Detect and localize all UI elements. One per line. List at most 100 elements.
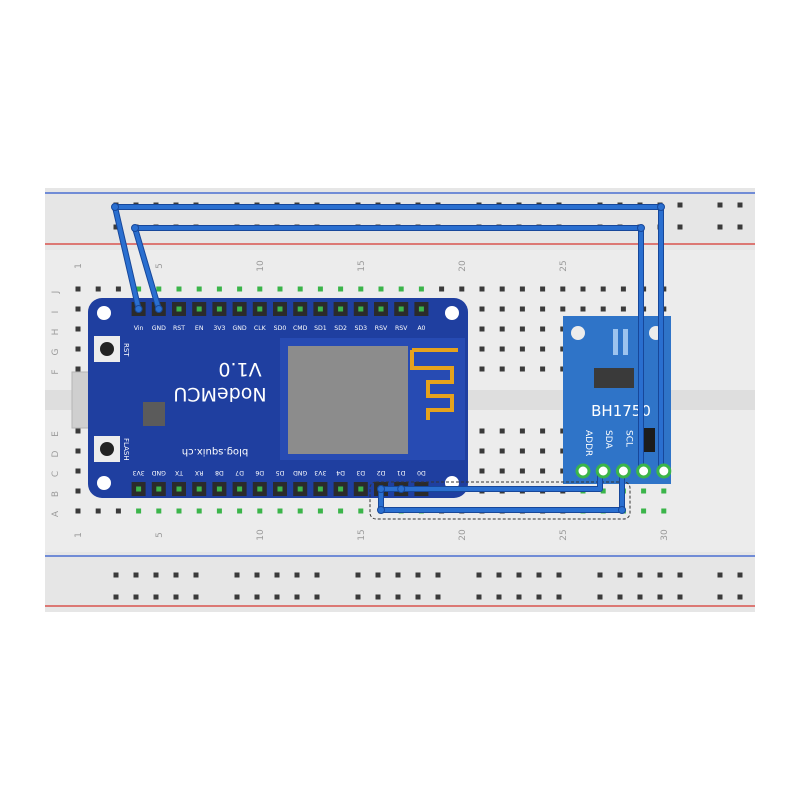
row-letter: J [51, 291, 61, 295]
pin-label: D3 [356, 469, 365, 476]
pin-label: SD3 [354, 325, 367, 332]
column-number: 10 [256, 260, 266, 272]
wire-joint [618, 506, 626, 514]
wire-joint [657, 203, 665, 211]
rail-hole [496, 572, 502, 578]
breadboard-hole [519, 346, 525, 352]
breadboard-hole [600, 286, 606, 292]
breadboard-hole [115, 508, 121, 514]
pin-label: D0 [417, 469, 426, 476]
breadboard-hole [519, 448, 525, 454]
breadboard-hole [176, 286, 182, 292]
breadboard-hole [519, 306, 525, 312]
breadboard-hole [580, 306, 586, 312]
rst-button-cap[interactable] [100, 342, 114, 356]
rail-hole [677, 572, 683, 578]
column-number: 5 [155, 263, 165, 269]
pin-label: GND [152, 325, 166, 332]
breadboard-hole [75, 326, 81, 332]
sensor-pin [656, 463, 672, 479]
column-number: 15 [357, 260, 367, 271]
mount-hole [445, 306, 459, 320]
breadboard-hole [358, 508, 364, 514]
rail-hole [375, 594, 381, 600]
header-pin-hole [176, 306, 182, 312]
pin-label: D7 [235, 469, 244, 476]
wire-joint [134, 305, 143, 313]
power-rail-bottom [45, 552, 755, 612]
rail-hole [717, 572, 723, 578]
breadboard-hole [560, 306, 566, 312]
pin-label: GND [151, 469, 165, 476]
breadboard-hole [540, 366, 546, 372]
pin-label: RSV [395, 325, 408, 332]
header-pin-hole [317, 306, 323, 312]
sensor-pin-label: SDA [603, 430, 613, 449]
breadboard-hole [479, 346, 485, 352]
rail-hole [737, 594, 743, 600]
breadboard-hole [277, 286, 283, 292]
header-pin-hole [156, 486, 162, 492]
header-pin-hole [297, 486, 303, 492]
breadboard-hole [479, 428, 485, 434]
rail-hole [395, 572, 401, 578]
breadboard-hole [156, 286, 162, 292]
column-number: 20 [458, 529, 468, 541]
rail-hole [556, 594, 562, 600]
rail-hole [677, 202, 683, 208]
flash-button-cap[interactable] [100, 442, 114, 456]
breadboard-hole [418, 286, 424, 292]
mount-hole [97, 306, 111, 320]
rail-hole [476, 594, 482, 600]
pin-label: TX [174, 469, 184, 476]
breadboard-hole [560, 468, 566, 474]
pin-label: RX [194, 469, 203, 476]
rail-hole [133, 594, 139, 600]
breadboard-hole [75, 366, 81, 372]
column-number: 25 [559, 529, 569, 540]
rail-hole [234, 572, 240, 578]
wire-joint [637, 224, 645, 232]
breadboard-hole [499, 346, 505, 352]
rail-hole [294, 572, 300, 578]
pin-label: A0 [417, 325, 425, 332]
wire-joint [377, 506, 385, 514]
sensor-pin [636, 463, 652, 479]
wire-joint [397, 485, 406, 493]
rail-hole [294, 594, 300, 600]
rail-hole [617, 594, 623, 600]
header-pin-hole [277, 486, 283, 492]
breadboard-hole [317, 508, 323, 514]
selection-outline [369, 481, 631, 520]
rail-hole [435, 594, 441, 600]
rail-hole [597, 572, 603, 578]
wire [379, 469, 602, 491]
breadboard-hole [560, 448, 566, 454]
rail-hole [415, 572, 421, 578]
breadboard-hole [95, 286, 101, 292]
breadboard-hole [641, 508, 647, 514]
breadboard-hole [479, 326, 485, 332]
pin-label: CLK [254, 325, 267, 332]
rail-hole [516, 572, 522, 578]
sensor-mount-hole [571, 326, 585, 340]
nodemcu-title: NodeMCU [173, 383, 266, 405]
breadboard-hole [499, 468, 505, 474]
mount-hole [97, 476, 111, 490]
row-letter: E [51, 431, 61, 437]
breadboard-hole [519, 428, 525, 434]
breadboard-hole [661, 488, 667, 494]
rail-hole [476, 572, 482, 578]
rail-hole [617, 572, 623, 578]
rail-hole [657, 572, 663, 578]
rail-hole [637, 594, 643, 600]
rail-hole [355, 594, 361, 600]
pin-label: EN [195, 325, 204, 332]
breadboard-hole [216, 286, 222, 292]
breadboard-hole [560, 366, 566, 372]
header-pin-hole [196, 486, 202, 492]
breadboard-hole [338, 286, 344, 292]
sensor-pin [615, 463, 631, 479]
